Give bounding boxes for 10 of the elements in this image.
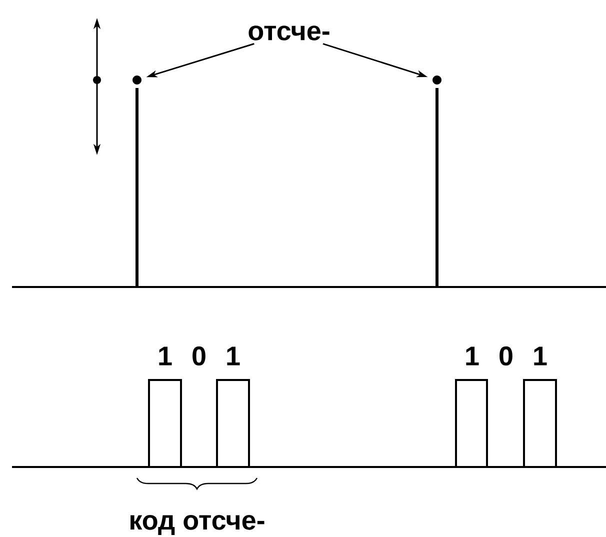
callout-text: отсче- — [248, 26, 330, 40]
bit-label: 1 — [159, 346, 172, 366]
bit-label: 1 — [534, 346, 547, 366]
bit-label: 0 — [500, 346, 512, 366]
bit-label: 1 — [466, 346, 479, 366]
caption-text: код отсче- — [130, 515, 264, 535]
sample-dot — [432, 75, 442, 84]
bit-label: 0 — [192, 346, 206, 366]
sample-dot — [132, 75, 142, 84]
bit-label: 1 — [227, 346, 240, 366]
